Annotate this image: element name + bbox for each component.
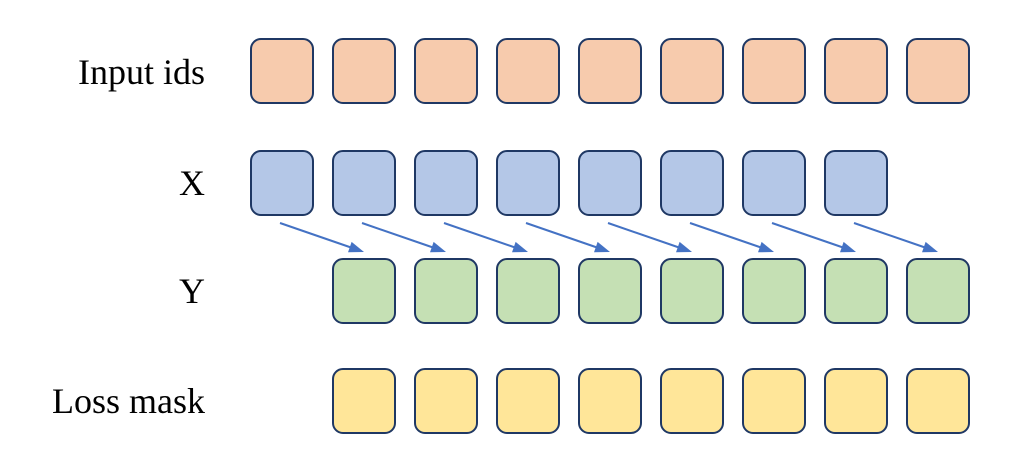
arrow-head — [758, 241, 774, 253]
token-cell-y-3 — [496, 258, 560, 324]
arrow-shaft — [443, 222, 517, 249]
token-cell-loss_mask-5 — [660, 368, 724, 434]
token-cell-loss_mask-4 — [578, 368, 642, 434]
arrow-shaft — [361, 222, 435, 249]
arrow-head — [840, 241, 856, 253]
token-cell-y-8 — [906, 258, 970, 324]
token-cell-input_ids-6 — [660, 38, 724, 104]
token-cell-input_ids-9 — [906, 38, 970, 104]
token-cell-y-2 — [414, 258, 478, 324]
row-label-input_ids: Input ids — [77, 52, 205, 92]
token-cell-input_ids-4 — [496, 38, 560, 104]
token-cell-loss_mask-3 — [496, 368, 560, 434]
token-cell-loss_mask-7 — [824, 368, 888, 434]
token-cell-input_ids-5 — [578, 38, 642, 104]
shift-arrow-8 — [853, 222, 938, 253]
token-cell-x-2 — [332, 150, 396, 216]
arrow-head — [594, 241, 610, 253]
token-cell-y-6 — [742, 258, 806, 324]
token-cell-x-1 — [250, 150, 314, 216]
shift-arrows — [279, 222, 938, 253]
token-cell-loss_mask-6 — [742, 368, 806, 434]
token-cell-x-6 — [660, 150, 724, 216]
token-cell-input_ids-2 — [332, 38, 396, 104]
token-cell-x-5 — [578, 150, 642, 216]
arrow-shaft — [853, 222, 927, 249]
shift-arrow-7 — [771, 222, 856, 253]
shift-arrow-2 — [361, 222, 446, 253]
token-cell-y-5 — [660, 258, 724, 324]
token-cell-y-1 — [332, 258, 396, 324]
token-cell-y-7 — [824, 258, 888, 324]
arrow-shaft — [607, 222, 681, 249]
shift-arrow-5 — [607, 222, 692, 253]
token-cell-input_ids-7 — [742, 38, 806, 104]
token-cell-x-4 — [496, 150, 560, 216]
token-cell-x-8 — [824, 150, 888, 216]
token-cell-loss_mask-2 — [414, 368, 478, 434]
token-cell-loss_mask-8 — [906, 368, 970, 434]
arrow-shaft — [771, 222, 845, 249]
token-cell-x-3 — [414, 150, 478, 216]
token-cell-input_ids-8 — [824, 38, 888, 104]
token-cell-y-4 — [578, 258, 642, 324]
token-cell-input_ids-3 — [414, 38, 478, 104]
arrow-head — [348, 241, 364, 253]
shift-arrow-3 — [443, 222, 528, 253]
arrow-shaft — [525, 222, 599, 249]
row-label-x: X — [179, 163, 205, 203]
shift-arrow-4 — [525, 222, 610, 253]
token-cell-input_ids-1 — [250, 38, 314, 104]
arrow-shaft — [689, 222, 763, 249]
token-cell-x-7 — [742, 150, 806, 216]
shift-arrow-1 — [279, 222, 364, 253]
arrow-head — [922, 241, 938, 253]
shift-arrow-6 — [689, 222, 774, 253]
row-label-loss_mask: Loss mask — [52, 381, 205, 421]
token-cell-loss_mask-1 — [332, 368, 396, 434]
arrow-head — [676, 241, 692, 253]
arrow-shaft — [279, 222, 353, 249]
row-label-y: Y — [179, 271, 205, 311]
arrow-head — [512, 241, 528, 253]
arrow-head — [430, 241, 446, 253]
